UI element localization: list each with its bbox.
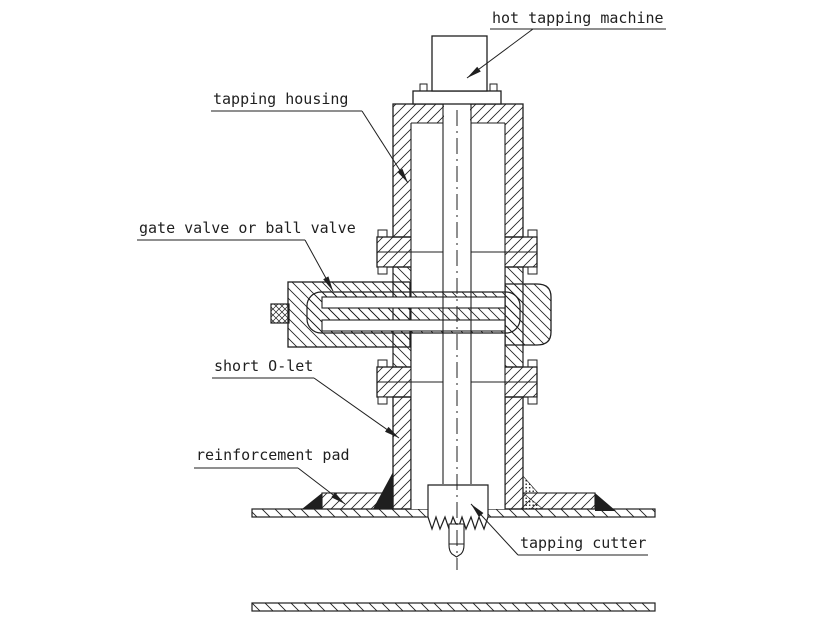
arrowhead — [323, 276, 333, 291]
bolt-nub — [377, 229, 388, 238]
weld-pad-left-end — [302, 493, 322, 509]
arrowhead — [467, 66, 481, 78]
label-short-olet: short O-let — [214, 357, 313, 375]
tapping-cutter — [427, 484, 489, 558]
valve-gate-slot — [270, 291, 521, 334]
bolt-nub — [527, 229, 538, 238]
bolt-nub — [489, 83, 498, 92]
arrowhead — [385, 426, 399, 438]
bolt-nub — [377, 359, 388, 368]
weld-olet-right-upper — [522, 475, 539, 494]
olet-left-wall — [392, 396, 412, 510]
arrowhead — [397, 168, 408, 183]
weld-olet-right-lower — [522, 492, 544, 510]
gate-lower-channel — [321, 319, 506, 332]
bolt-nub — [419, 83, 428, 92]
bolt-nub — [527, 359, 538, 368]
machine-box — [431, 35, 488, 92]
leader-short-olet — [313, 377, 400, 439]
label-tapping-housing: tapping housing — [213, 90, 348, 108]
bolt-nub — [527, 396, 538, 405]
cutter-shell-with-teeth — [427, 484, 489, 531]
weld-fillets — [302, 472, 616, 511]
label-reinforcement-pad: reinforcement pad — [196, 446, 350, 464]
label-tapping-cutter: tapping cutter — [520, 534, 646, 552]
short-olet — [392, 396, 524, 510]
pipe-bottom-wall — [251, 602, 656, 612]
olet-right-wall — [504, 396, 524, 510]
flange-joint-lines — [377, 251, 537, 383]
bolt-nub — [527, 266, 538, 275]
label-hot-tapping-machine: hot tapping machine — [492, 9, 664, 27]
arrowhead — [471, 504, 484, 518]
weld-pad-right-end — [595, 493, 616, 511]
gate-upper-channel — [321, 296, 506, 309]
leader-arrowheads — [323, 66, 484, 518]
label-gate-valve: gate valve or ball valve — [139, 219, 356, 237]
weld-olet-left — [373, 472, 393, 509]
machine-base-flange — [412, 90, 502, 105]
labels: hot tapping machine tapping housing gate… — [139, 9, 664, 552]
hot-tapping-machine — [412, 35, 502, 105]
bolt-nub — [377, 396, 388, 405]
valve-stem — [270, 303, 290, 324]
arrowhead — [331, 492, 345, 504]
bolt-nub — [377, 266, 388, 275]
label-underlines — [137, 28, 666, 556]
